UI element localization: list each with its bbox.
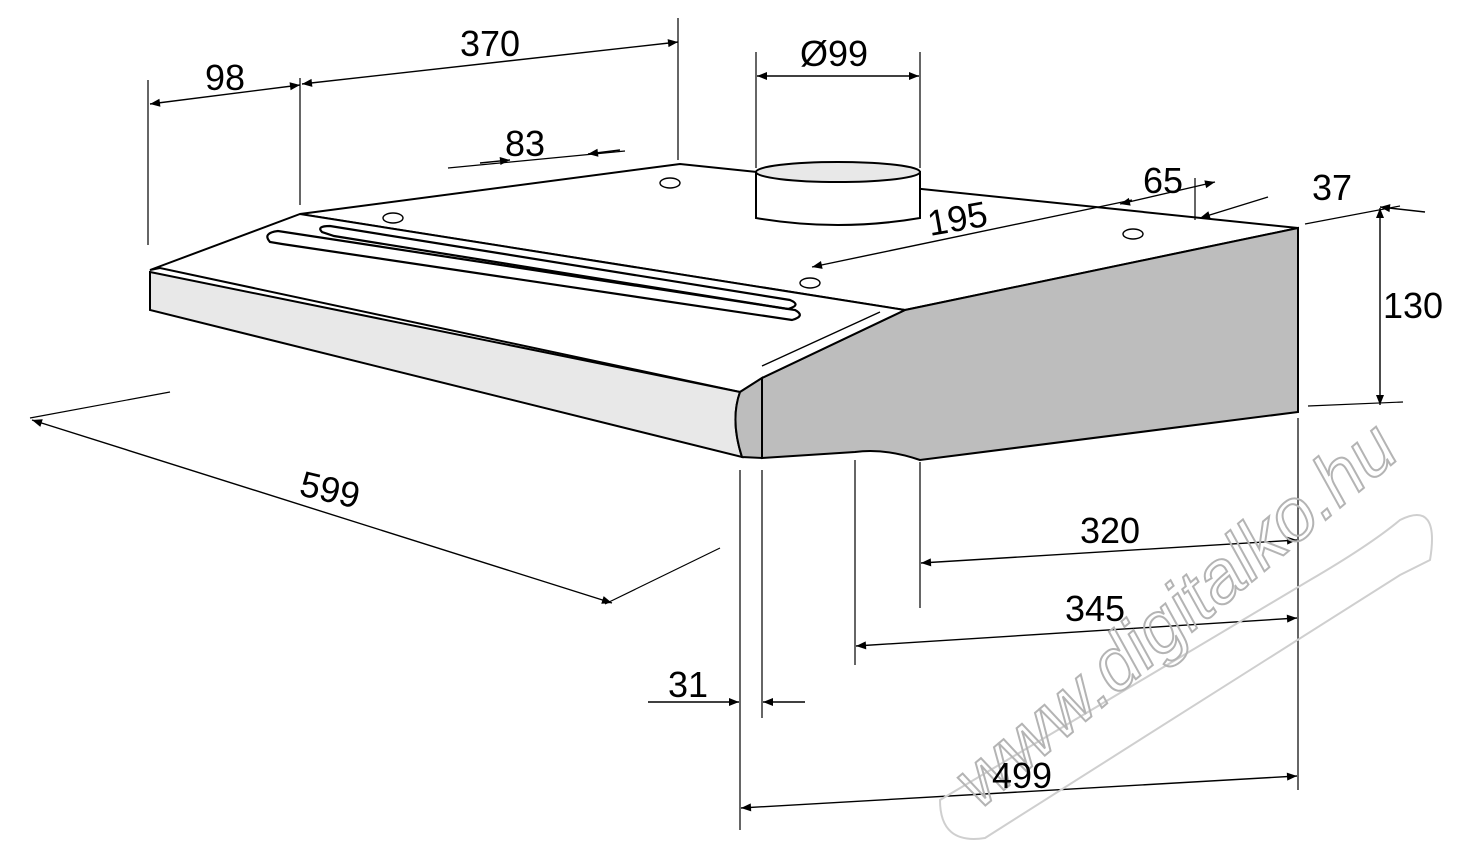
dim-line-195 — [811, 199, 1133, 269]
dim-label-98: 98 — [205, 57, 245, 98]
hood-body — [149, 162, 1299, 462]
dim-label-320: 320 — [1080, 510, 1140, 551]
dim-label-345: 345 — [1065, 588, 1125, 629]
dim-line-370 — [301, 39, 679, 87]
dim-line-345 — [855, 614, 1298, 650]
dimension-labels: 98 370 Ø99 83 65 37 195 130 599 320 345 … — [205, 23, 1443, 796]
dim-label-37: 37 — [1312, 167, 1352, 208]
watermark-outline — [938, 514, 1433, 840]
dim-label-31: 31 — [668, 664, 708, 705]
dim-line-37 — [1199, 196, 1269, 219]
mounting-hole — [1122, 228, 1144, 240]
mounting-hole — [382, 212, 404, 224]
dim-line-499 — [740, 772, 1298, 812]
dim-line-37 — [1379, 204, 1426, 213]
dim-line-83 — [587, 148, 621, 157]
hood-side-panel — [761, 226, 1299, 462]
dim-label-599: 599 — [296, 463, 364, 516]
dimension-lines — [31, 39, 1426, 812]
dim-line-320 — [920, 536, 1298, 567]
mounting-hole — [799, 277, 821, 289]
dim-label-65: 65 — [1143, 160, 1183, 201]
mounting-hole — [659, 177, 681, 189]
dim-label-499: 499 — [992, 755, 1052, 796]
dim-line-83 — [479, 157, 511, 165]
dim-label-83: 83 — [505, 123, 545, 164]
vent-slot — [761, 311, 881, 367]
dim-line-98 — [149, 82, 301, 107]
dim-line-599 — [31, 419, 613, 604]
mounting-holes — [382, 177, 1144, 289]
vent-slot — [319, 224, 797, 311]
hood-front-corner — [734, 376, 763, 460]
dim-label-99: Ø99 — [800, 33, 868, 74]
dim-label-130: 130 — [1383, 285, 1443, 326]
vent-slots — [266, 224, 881, 367]
dim-line-65 — [1119, 180, 1216, 206]
vent-slot — [266, 229, 801, 322]
exhaust-collar — [755, 161, 921, 226]
dim-label-370: 370 — [460, 23, 520, 64]
